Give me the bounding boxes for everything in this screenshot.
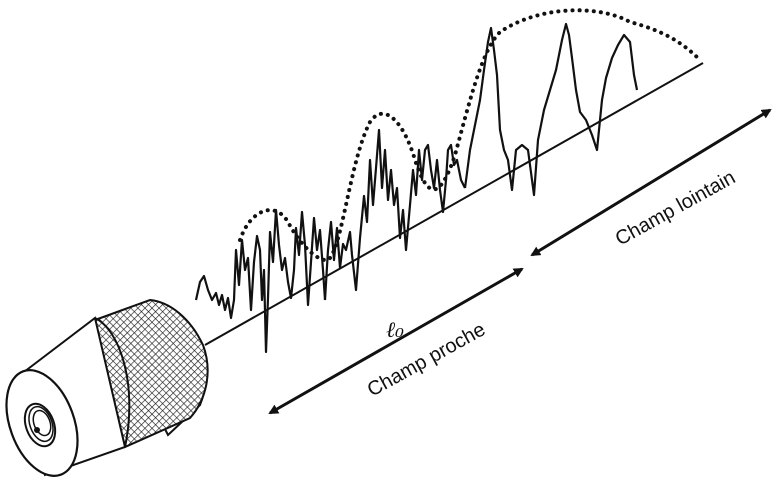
beam-axis xyxy=(204,62,704,346)
near-field-label: Champ proche xyxy=(364,319,489,402)
near-field-length-label: ℓ₀ xyxy=(386,318,404,343)
far-field-arrow xyxy=(530,108,772,257)
pressure-envelope xyxy=(238,8,702,263)
transducer-probe xyxy=(5,298,209,477)
pressure-waveform-far-field xyxy=(463,22,639,197)
pressure-waveform-near-field xyxy=(194,208,327,354)
near-field-arrow xyxy=(268,267,524,415)
probe-connector-thread-2 xyxy=(32,409,52,437)
probe-knurled-ring xyxy=(93,298,209,449)
pressure-waveform-mid xyxy=(323,128,466,301)
probe-connector-pin xyxy=(34,427,40,433)
far-field-label: Champ lointain xyxy=(612,166,739,250)
probe-connector-thread-1 xyxy=(28,405,54,443)
